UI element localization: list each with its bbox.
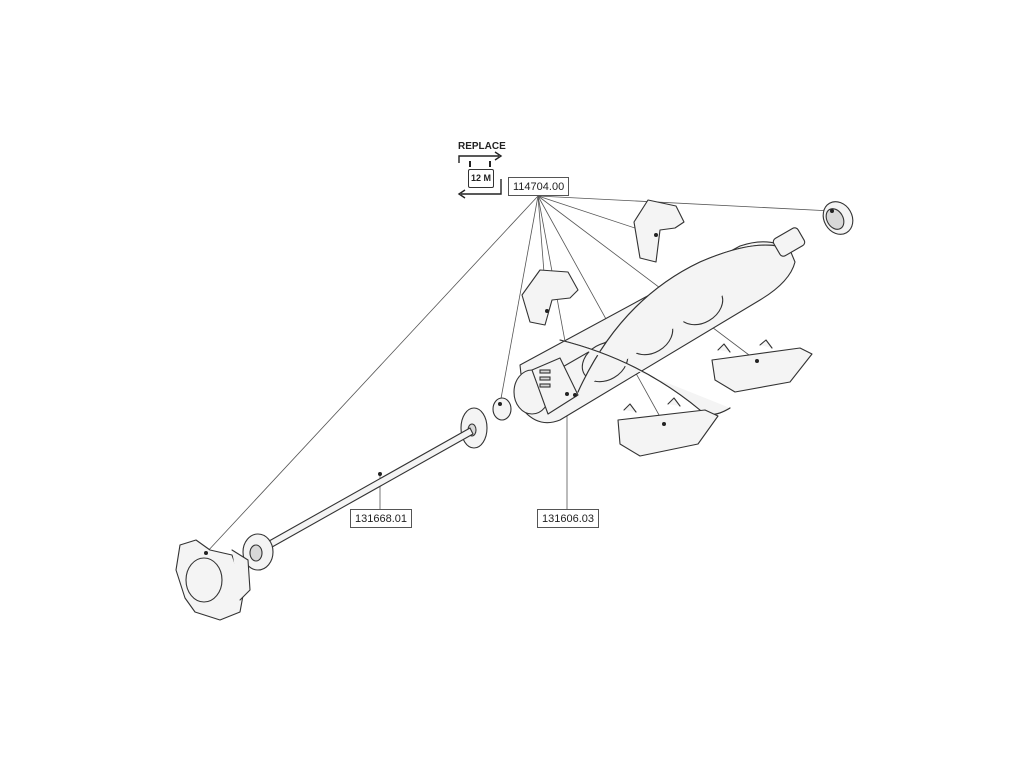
slider-part-lower-right (711, 339, 813, 393)
clip-part-upper-right (633, 199, 685, 263)
clip-part-upper-left (521, 269, 579, 326)
replace-arrows-icon (457, 151, 503, 199)
shaft-rod (261, 427, 474, 552)
replace-interval-icon: REPLACE 12 M (455, 141, 507, 201)
slider-part-lower-center (617, 397, 719, 457)
adjustment-handle (175, 539, 251, 621)
end-ring (822, 201, 854, 235)
bushing (492, 397, 512, 421)
replace-label: REPLACE (458, 141, 506, 152)
rod-end-disc (242, 533, 274, 571)
part-callout-131668: 131668.01 (350, 509, 412, 528)
part-callout-114704: 114704.00 (508, 177, 570, 196)
washer (460, 407, 488, 449)
lumbar-support-housing (513, 227, 806, 424)
replace-interval-badge: 12 M (468, 169, 494, 188)
part-callout-131606: 131606.03 (537, 509, 599, 528)
